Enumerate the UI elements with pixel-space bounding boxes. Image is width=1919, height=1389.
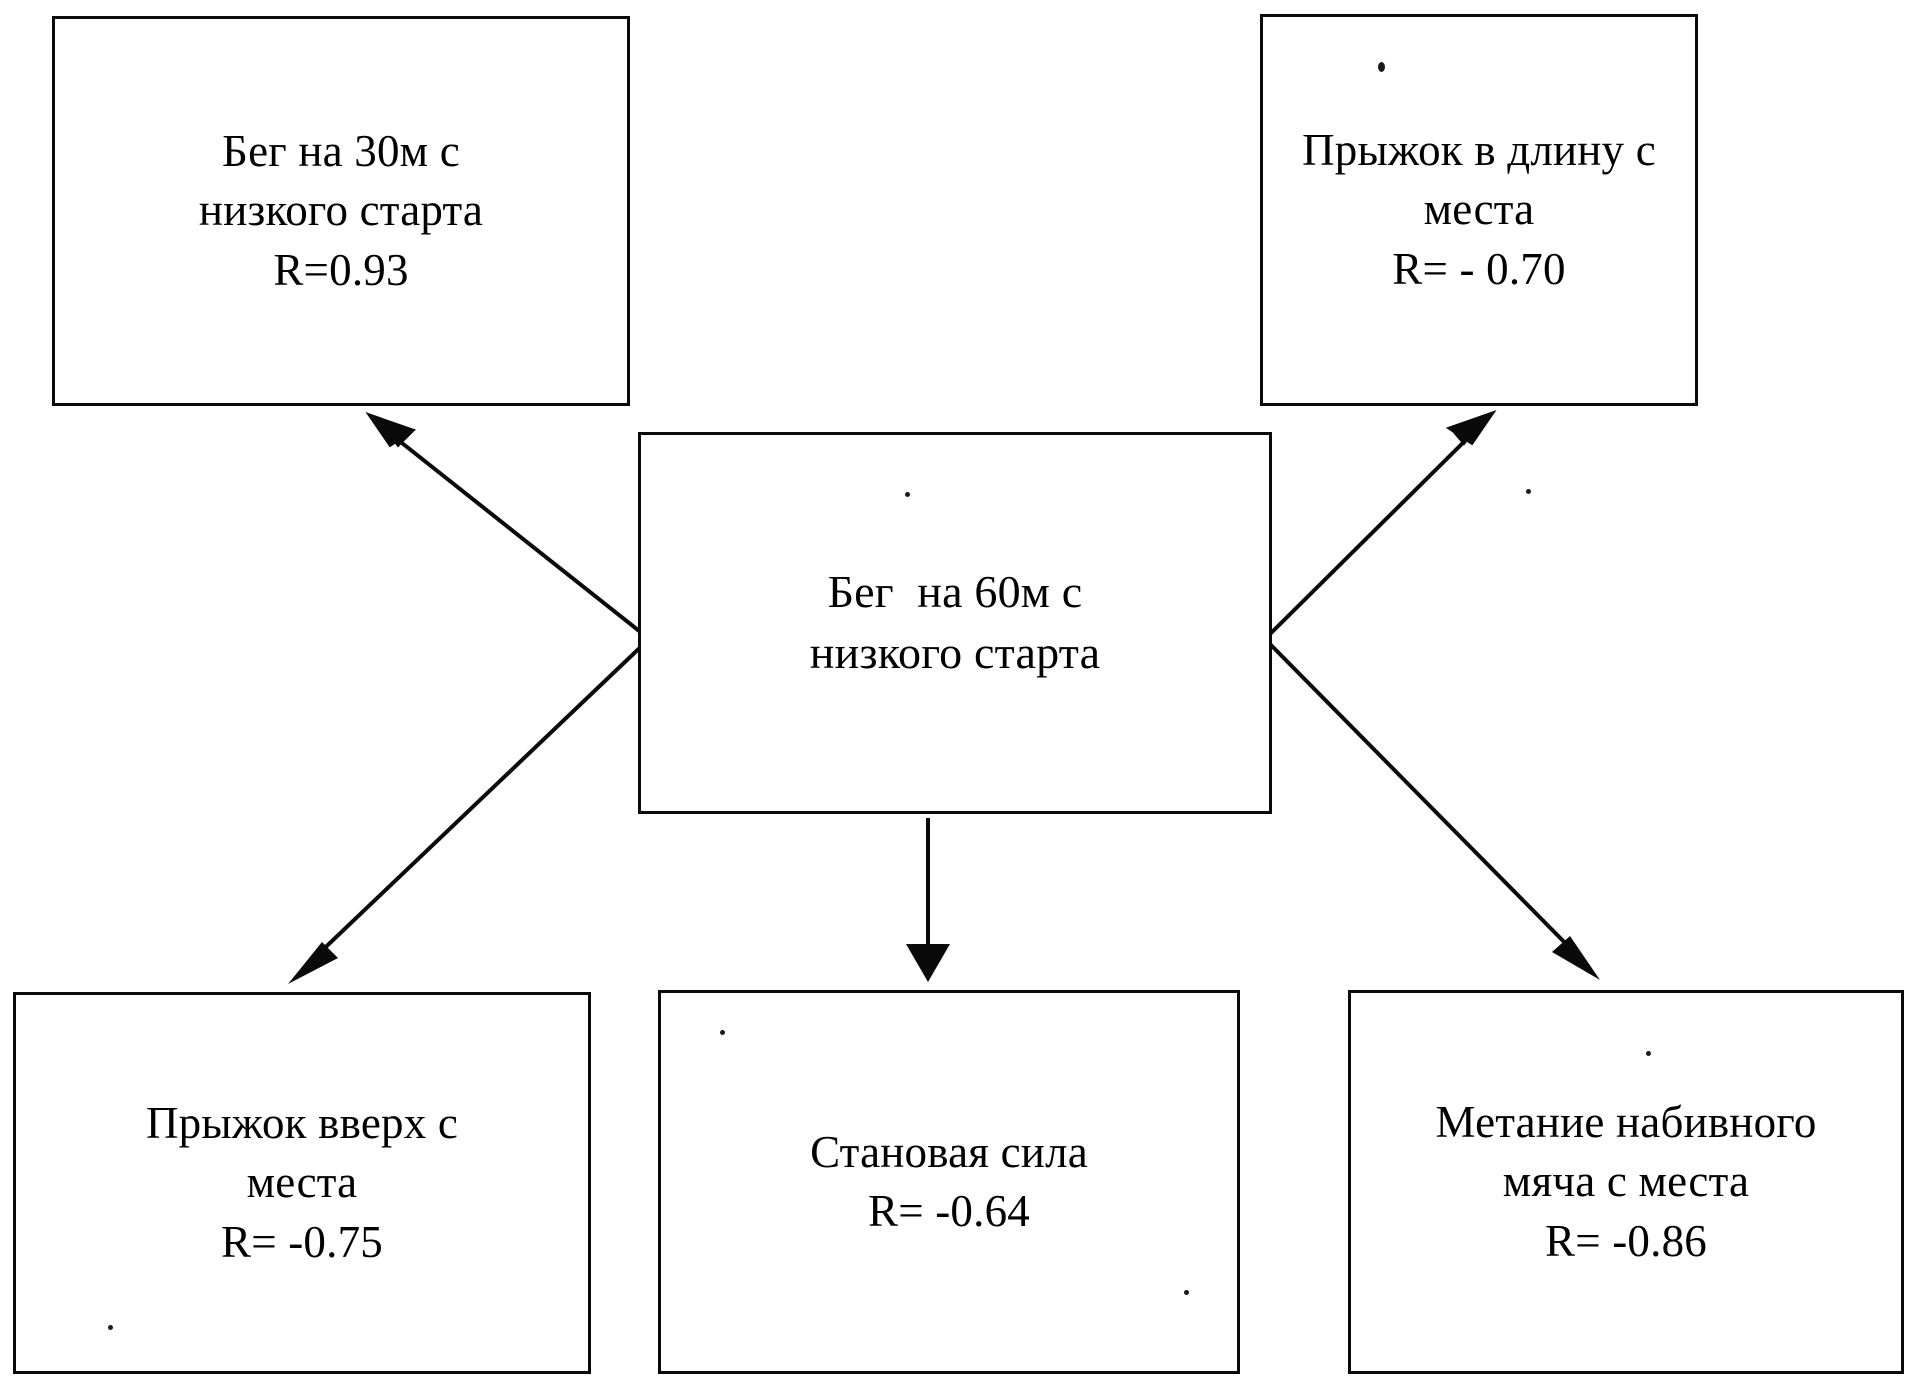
node-run-60m-line-1: Бег на 60м с bbox=[827, 566, 1083, 618]
arrow-run60-to-vertjump bbox=[288, 638, 650, 984]
arrow-run60-to-deadlift bbox=[906, 818, 950, 982]
node-vertical-jump-line-1: Прыжок вверх с bbox=[145, 1097, 459, 1148]
arrow-run60-to-throw bbox=[1264, 638, 1600, 980]
node-run-60m-line-2: низкого старта bbox=[809, 627, 1101, 678]
node-throw-correlation: R= -0.86 bbox=[1545, 1215, 1707, 1266]
scan-speck bbox=[1184, 1290, 1189, 1295]
node-long-jump-standing[interactable]: Прыжок в длину с места R= - 0.70 bbox=[1260, 14, 1698, 406]
node-throw-line-1: Метание набивного bbox=[1435, 1096, 1817, 1147]
node-deadlift-correlation: R= -0.64 bbox=[868, 1186, 1030, 1236]
node-vertical-jump-standing[interactable]: Прыжок вверх с места R= -0.75 bbox=[13, 992, 591, 1374]
node-run-30m[interactable]: Бег на 30м с низкого старта R=0.93 bbox=[52, 16, 630, 406]
node-long-jump-correlation: R= - 0.70 bbox=[1392, 243, 1566, 294]
node-vertical-jump-line-2: места bbox=[246, 1157, 358, 1208]
scan-speck bbox=[720, 1030, 725, 1035]
node-long-jump-line-2: места bbox=[1423, 184, 1535, 235]
node-run-30m-correlation: R=0.93 bbox=[273, 244, 409, 295]
node-run-60m[interactable]: Бег на 60м с низкого старта bbox=[638, 432, 1272, 814]
node-throw-line-2: мяча с места bbox=[1502, 1156, 1750, 1207]
scan-speck bbox=[1526, 489, 1531, 494]
arrow-run60-to-longjump bbox=[1264, 410, 1497, 640]
arrow-run60-to-run30 bbox=[365, 412, 650, 640]
node-vertical-jump-correlation: R= -0.75 bbox=[221, 1216, 383, 1267]
node-run-30m-line-2: низкого старта bbox=[198, 185, 484, 236]
scan-speck bbox=[1646, 1051, 1651, 1056]
node-deadlift-line-1: Становая сила bbox=[810, 1126, 1088, 1177]
scan-speck bbox=[1378, 62, 1385, 72]
node-run-30m-line-1: Бег на 30м с bbox=[222, 125, 460, 176]
node-deadlift-strength[interactable]: Становая сила R= -0.64 bbox=[658, 990, 1240, 1374]
node-long-jump-line-1: Прыжок в длину с bbox=[1302, 124, 1656, 175]
scan-speck bbox=[905, 492, 910, 497]
scan-speck bbox=[108, 1325, 113, 1330]
node-medicine-ball-throw[interactable]: Метание набивного мяча с места R= -0.86 bbox=[1348, 990, 1904, 1374]
